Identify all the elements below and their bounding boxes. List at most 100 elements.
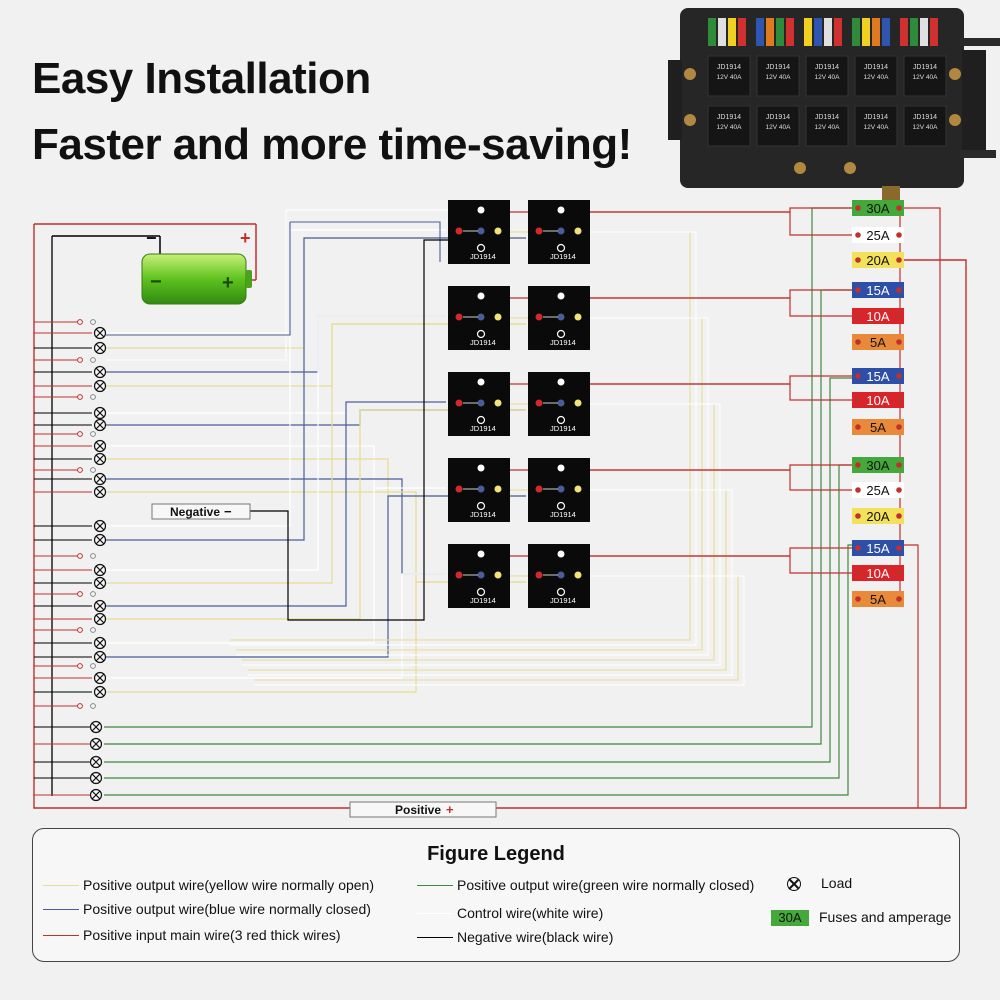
black-negative-wire [250, 239, 448, 621]
output-wire [106, 445, 446, 489]
fuse: 15A [852, 282, 904, 298]
relay-pin-85 [476, 243, 486, 253]
load-icon [93, 685, 107, 699]
load-icon [93, 379, 107, 393]
relay-pin-85 [556, 243, 566, 253]
legend-white-text: Control wire(white wire) [457, 905, 604, 921]
load-icon [89, 788, 103, 802]
relay-pin-87 [494, 571, 502, 579]
load-cross [95, 487, 105, 497]
fuse-body [852, 227, 904, 243]
fuse-blade [804, 18, 812, 46]
relay-pin-87 [494, 399, 502, 407]
fuse-blade [920, 18, 928, 46]
switch-contact [77, 431, 83, 437]
relay-pin-86 [557, 206, 565, 214]
load-icon [93, 485, 107, 499]
switch-contact [90, 394, 96, 400]
relay-label: JD1914 [550, 510, 576, 519]
relay-label: JD1914 [470, 338, 496, 347]
negative-label-text: Negative [170, 505, 220, 519]
relay-pin-86 [477, 292, 485, 300]
load-cross [95, 474, 105, 484]
fuse-box-relay-rating: 12V 40A [815, 74, 841, 81]
switch-contact [90, 553, 96, 559]
relay-to-fuse-wire [576, 469, 852, 491]
relay: JD1914 [528, 286, 590, 350]
relay-pin-87a [477, 571, 485, 579]
fuse-box-relay-body [707, 55, 751, 97]
blue-output-wire [106, 222, 291, 336]
load-column [77, 319, 107, 802]
relay-pin-85 [556, 415, 566, 425]
fuse-box-relay-body [854, 55, 898, 97]
fuse-box-relay-rating: 12V 40A [913, 124, 939, 131]
load-icon [89, 771, 103, 785]
fuse-terminal-left [855, 487, 861, 493]
relay-pin-85 [476, 415, 486, 425]
relay-pin-87 [574, 399, 582, 407]
fuse-box-relay-model: JD1914 [815, 114, 839, 121]
relay-pin-86 [477, 550, 485, 558]
switch-contact [90, 357, 96, 363]
relay-label: JD1914 [550, 424, 576, 433]
fuse-blade [900, 18, 908, 46]
fuse-body [852, 565, 904, 581]
fuse: 5A [852, 591, 904, 607]
fuse-terminal-right [896, 462, 902, 468]
fuse-box-relay: JD1914 12V 40A [805, 55, 849, 97]
relay-pin-86 [477, 378, 485, 386]
fuse-blade [756, 18, 764, 46]
load-cross [95, 614, 105, 624]
fuse-box-relay-model: JD1914 [766, 114, 790, 121]
switch-contact [77, 553, 83, 559]
load-icon [93, 439, 107, 453]
battery: − + − + [34, 223, 257, 305]
load-cross [95, 328, 105, 338]
positive-label: Positive + [349, 801, 497, 818]
fuse-body [852, 282, 904, 298]
fuse-terminal-right [896, 339, 902, 345]
red-main-wire [33, 224, 967, 809]
load-icon [93, 612, 107, 626]
relay-pin-87 [574, 227, 582, 235]
switch-contact [77, 591, 83, 597]
fuse: 10A [852, 308, 904, 324]
fuse-body [852, 540, 904, 556]
fuse-blade [862, 18, 870, 46]
load-icon [93, 365, 107, 379]
fuse-terminal-left [855, 257, 861, 263]
relay: JD1914 [528, 544, 590, 608]
load-cross [95, 441, 105, 451]
relay-label: JD1914 [550, 252, 576, 261]
fuse-terminal-left [855, 313, 861, 319]
load-icon [93, 472, 107, 486]
fuse-terminal-right [896, 257, 902, 263]
load-cross [91, 739, 101, 749]
fuse-blade [834, 18, 842, 46]
fuse-box-relay-rating: 12V 40A [717, 74, 743, 81]
fuse-body [852, 419, 904, 435]
load-cross [91, 773, 101, 783]
fuse: 25A [852, 227, 904, 243]
white-control-wire [106, 210, 287, 361]
load-cross [95, 687, 105, 697]
relay: JD1914 [448, 544, 510, 608]
relay: JD1914 [448, 286, 510, 350]
headline-time-saving: Faster and more time-saving! [32, 120, 632, 169]
fuse-blade [882, 18, 890, 46]
load-icon [93, 533, 107, 547]
fuse-box-relay-body [805, 105, 849, 147]
fuse-box-relay-model: JD1914 [815, 64, 839, 71]
relay-pin-85 [556, 587, 566, 597]
relay-pin-30 [535, 399, 543, 407]
fuse-box-relay-body [756, 55, 800, 97]
relay-pin-87 [574, 485, 582, 493]
switch-contact [77, 627, 83, 633]
fuse-body [852, 457, 904, 473]
fuse-blade [738, 18, 746, 46]
load-icon [93, 452, 107, 466]
fuse-body [852, 392, 904, 408]
